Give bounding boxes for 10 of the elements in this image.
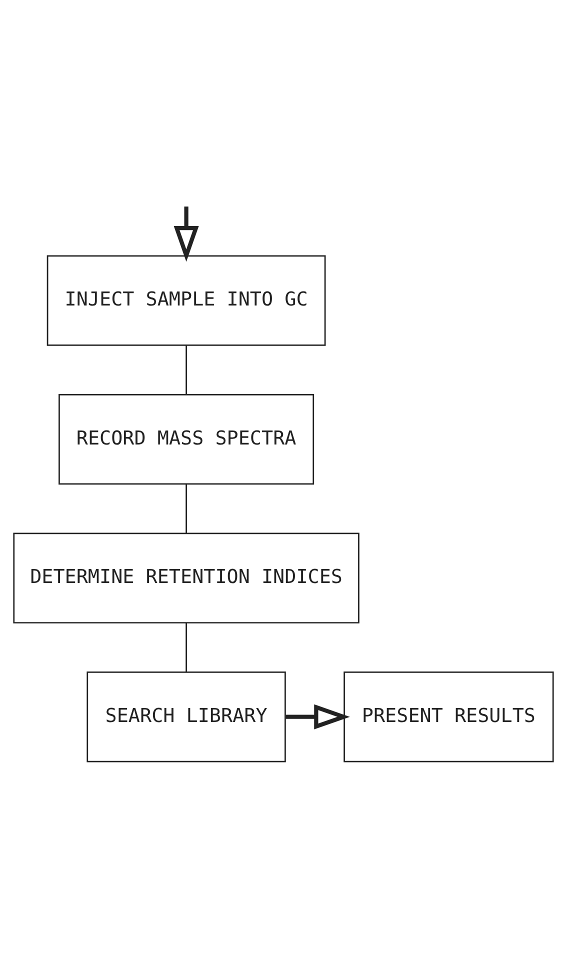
connector xyxy=(186,622,187,672)
arrow xyxy=(174,206,199,262)
arrow xyxy=(286,704,350,729)
node-box: DETERMINE RETENTION INDICES xyxy=(13,532,360,623)
connector xyxy=(186,484,187,533)
node-box: INJECT SAMPLE INTO GC xyxy=(46,254,326,346)
node-box: RECORD MASS SPECTRA xyxy=(58,394,314,484)
connector xyxy=(186,344,187,394)
node-box: SEARCH LIBRARY xyxy=(86,671,286,762)
node-box: PRESENT RESULTS xyxy=(344,671,554,762)
